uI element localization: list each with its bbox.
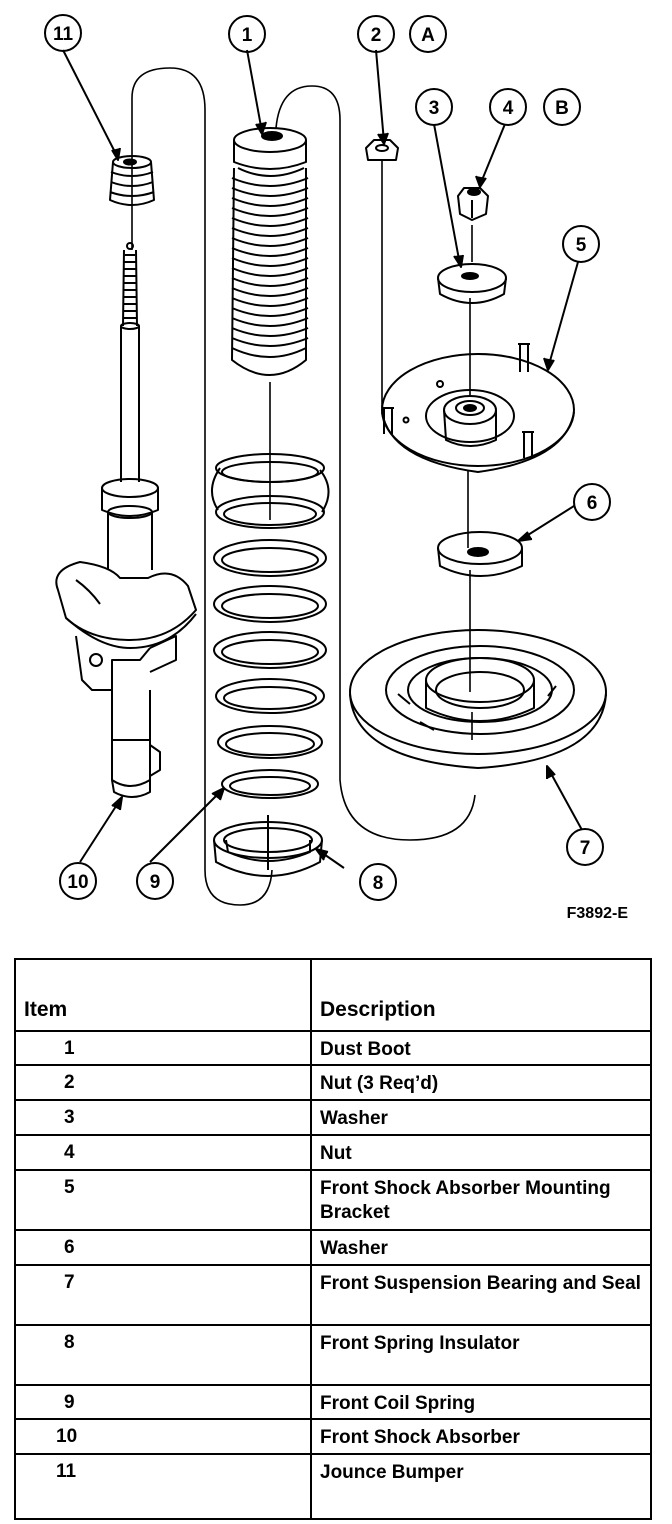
item-number: 8 [14,1324,312,1386]
washer-6 [437,531,523,577]
item-number: 2 [14,1064,312,1101]
callout-11: 11 [44,14,82,52]
callout-7-label: 7 [580,838,591,859]
mounting-bracket [381,343,575,473]
item-description: Dust Boot [310,1030,652,1066]
table-row: 2 Nut (3 Req’d) [14,1064,652,1101]
parts-table: Item Description 1 Dust Boot 2 Nut (3 Re… [14,958,652,1520]
table-row: 5 Front Shock Absorber Mounting Bracket [14,1169,652,1231]
callout-1-label: 1 [242,25,253,46]
item-description: Washer [310,1229,652,1266]
leader-lines [62,49,583,869]
callout-10: 10 [59,862,97,900]
table-row: 7 Front Suspension Bearing and Seal [14,1264,652,1326]
item-number: 1 [14,1030,312,1066]
callout-4: 4 [489,88,527,126]
item-number: 3 [14,1099,312,1136]
item-description: Front Spring Insulator [310,1324,652,1386]
header-description: Description [310,958,652,1032]
item-number: 4 [14,1134,312,1171]
item-description: Washer [310,1099,652,1136]
callout-3-label: 3 [429,98,440,119]
table-row: 6 Washer [14,1229,652,1266]
item-description: Nut [310,1134,652,1171]
item-description: Front Shock Absorber Mounting Bracket [310,1169,652,1231]
item-number: 10 [14,1418,312,1455]
callout-a-label: A [421,25,435,46]
item-number: 7 [14,1264,312,1326]
exploded-strut-diagram: 11 1 2 A 3 4 B 5 6 7 8 9 [44,14,629,922]
callout-8: 8 [359,863,397,901]
callout-6: 6 [573,483,611,521]
table-row: 3 Washer [14,1099,652,1136]
callout-7: 7 [566,828,604,866]
figure-code: F3892-E [567,905,629,922]
callout-11-label: 11 [53,24,74,45]
washer-3 [437,263,507,304]
callout-5-label: 5 [576,235,587,256]
callout-9-label: 9 [150,872,161,893]
table-row: 4 Nut [14,1134,652,1171]
shock-absorber [55,155,197,798]
item-number: 9 [14,1384,312,1420]
dust-boot [231,127,309,376]
callout-9: 9 [136,862,174,900]
table-row: 1 Dust Boot [14,1030,652,1066]
callout-b-label: B [555,98,569,119]
table-row: 8 Front Spring Insulator [14,1324,652,1386]
callout-8-label: 8 [373,873,384,894]
jounce-bumper [109,155,155,206]
item-description: Front Coil Spring [310,1384,652,1420]
table-row: 9 Front Coil Spring [14,1384,652,1420]
item-number: 11 [14,1453,312,1520]
item-description: Nut (3 Req’d) [310,1064,652,1101]
header-item: Item [14,958,312,1032]
coil-spring [211,453,330,799]
callout-b: B [543,88,581,126]
table-row: 11 Jounce Bumper [14,1453,652,1520]
nut-4 [457,187,489,221]
connector-lines [131,67,476,906]
callout-3: 3 [415,88,453,126]
table-row: 10 Front Shock Absorber [14,1418,652,1455]
item-number: 5 [14,1169,312,1231]
item-description: Front Shock Absorber [310,1418,652,1455]
table-header-row: Item Description [14,958,652,1032]
callout-2: 2 [357,15,395,53]
spring-insulator [213,815,323,877]
item-description: Jounce Bumper [310,1453,652,1520]
callout-1: 1 [228,15,266,53]
callout-2-label: 2 [371,25,382,46]
callout-a: A [409,15,447,53]
item-description: Front Suspension Bearing and Seal [310,1264,652,1326]
callout-6-label: 6 [587,493,598,514]
callout-4-label: 4 [503,98,514,119]
piston-rod [120,242,140,482]
item-number: 6 [14,1229,312,1266]
callout-10-label: 10 [67,872,88,893]
bearing-and-seal [349,629,607,769]
callout-5: 5 [562,225,600,263]
nut-2 [365,139,399,161]
